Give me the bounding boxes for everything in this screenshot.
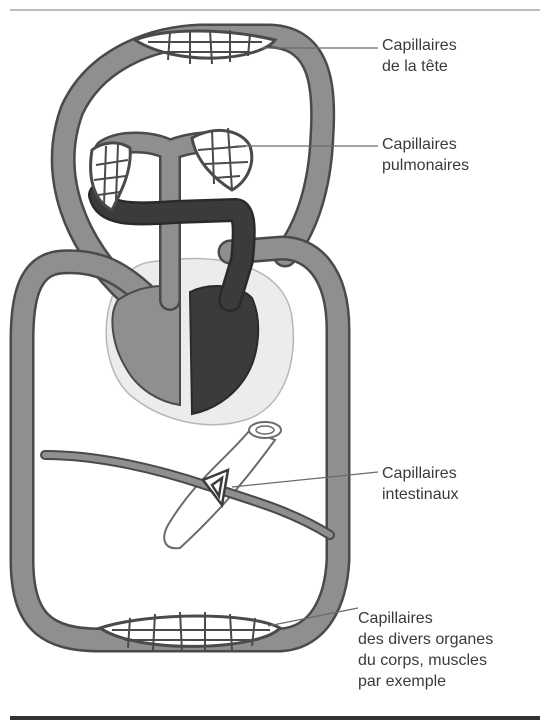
label-head-line1: Capillaires <box>382 35 457 56</box>
label-intestinal-capillaries: Capillaires intestinaux <box>382 463 459 505</box>
label-lungs-line1: Capillaires <box>382 134 469 155</box>
label-lung-capillaries: Capillaires pulmonaires <box>382 134 469 176</box>
label-body-capillaries: Capillaires des divers organes du corps,… <box>358 608 493 692</box>
head-capillaries <box>135 30 275 64</box>
label-intestine-line2: intestinaux <box>382 484 459 505</box>
label-body-line1: Capillaires <box>358 608 493 629</box>
label-head-line2: de la tête <box>382 56 457 77</box>
label-body-line4: par exemple <box>358 671 493 692</box>
label-body-line3: du corps, muscles <box>358 650 493 671</box>
label-body-line2: des divers organes <box>358 629 493 650</box>
label-head-capillaries: Capillaires de la tête <box>382 35 457 77</box>
lung-capillaries-right <box>192 128 252 190</box>
label-intestine-line1: Capillaires <box>382 463 459 484</box>
label-lungs-line2: pulmonaires <box>382 155 469 176</box>
